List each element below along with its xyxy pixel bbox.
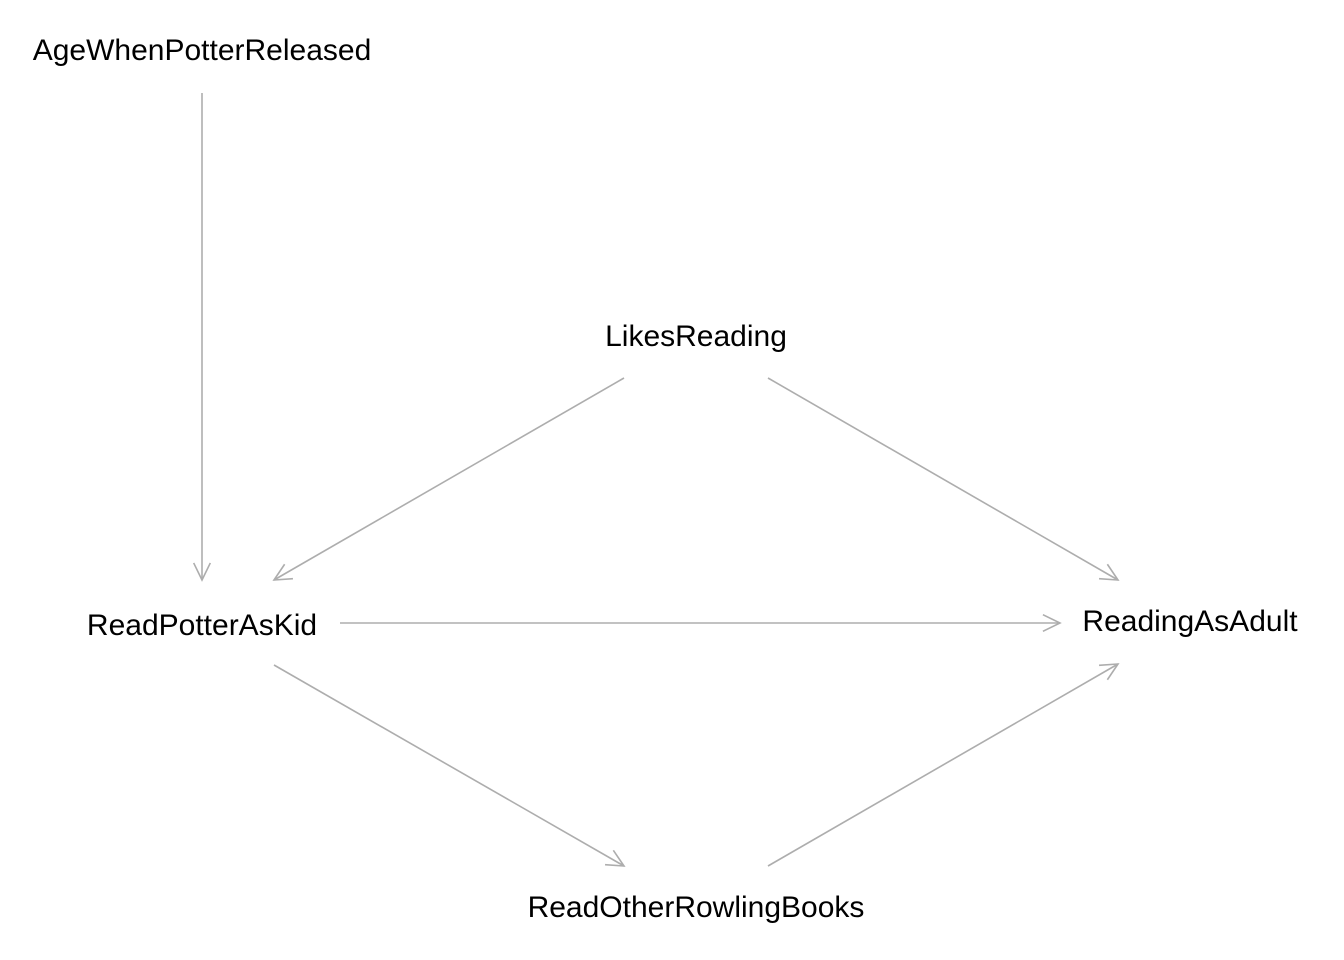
node-likes-reading: LikesReading <box>605 320 787 353</box>
edge-likes-reading-to-reading-as-adult-arrowhead <box>1098 563 1120 581</box>
edge-read-potter-as-kid-to-read-other-rowling-books-arrowhead <box>604 849 626 867</box>
edge-read-other-rowling-books-to-reading-as-adult-arrowhead <box>1098 663 1120 681</box>
edge-age-when-potter-released-to-read-potter-as-kid-arrowhead <box>192 562 212 582</box>
edge-likes-reading-to-read-potter-as-kid-arrowhead <box>272 563 294 581</box>
node-reading-as-adult: ReadingAsAdult <box>1082 605 1298 638</box>
node-age-when-potter-released: AgeWhenPotterReleased <box>33 34 372 67</box>
edge-read-potter-as-kid-to-read-other-rowling-books <box>273 664 625 867</box>
node-read-potter-as-kid: ReadPotterAsKid <box>87 609 317 642</box>
edge-likes-reading-to-read-potter-as-kid <box>273 377 625 581</box>
node-read-other-rowling-books: ReadOtherRowlingBooks <box>528 891 865 924</box>
edge-likes-reading-to-reading-as-adult <box>767 377 1119 581</box>
edge-read-other-rowling-books-to-reading-as-adult <box>767 663 1119 867</box>
edge-read-potter-as-kid-to-reading-as-adult-arrowhead <box>1042 613 1062 633</box>
edges-layer <box>192 93 1120 867</box>
